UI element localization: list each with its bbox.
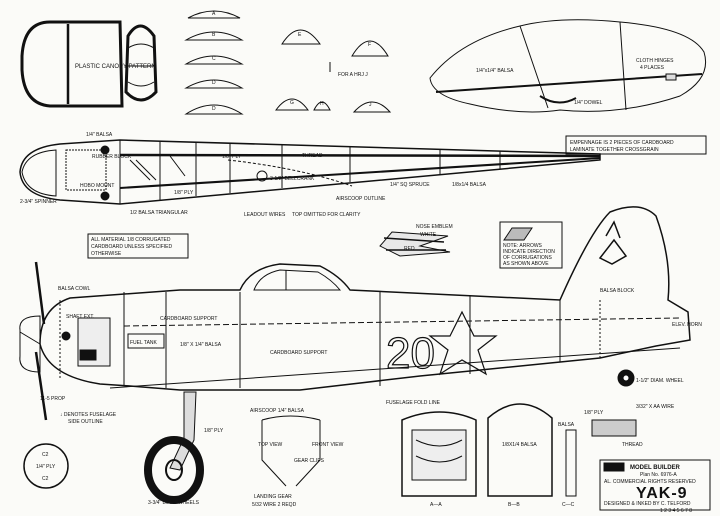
arrow-note-line1: NOTE: ARROWS xyxy=(503,243,543,249)
title-main: YAK-9 xyxy=(636,485,688,502)
lg-wheels-label: 3-3/4" DIAM. WHEELS xyxy=(148,500,200,506)
material-note-line2: CARDBOARD UNLESS SPECIFIED xyxy=(91,244,173,250)
former-e-label: E xyxy=(298,32,302,38)
lg-ply-label: 1/8" PLY xyxy=(204,428,224,434)
former-b-label: B xyxy=(212,32,216,38)
former-c-label: C xyxy=(212,56,216,62)
section-balsa-label: 1/8X1/4 BALSA xyxy=(502,442,537,448)
wing-planform: 1/4"x1/4" BALSA CLOTH HINGES 4 PLACES 1/… xyxy=(429,19,706,113)
title-plan-no: Plan No. 6976-A xyxy=(640,472,677,478)
arrow-note-box: NOTE: ARROWS INDICATE DIRECTION OF CORRU… xyxy=(499,221,563,269)
legend-line2: SIDE OUTLINE xyxy=(68,419,103,425)
lg-clips-label: GEAR CLIPS xyxy=(294,458,325,464)
top-ply-label: 1/8" PLY xyxy=(222,154,242,160)
side-view-fuselage: 20 BALSA COWL SHAFT EXT. CARDBOARD SUPPO… xyxy=(19,206,702,421)
section-balsa2-label: BALSA xyxy=(558,422,575,428)
c2-plate: C2 1/4" PLY C2 xyxy=(23,443,69,489)
side-fuel-label: FUEL TANK xyxy=(130,340,158,346)
formers: A B C D D E F G H J FOR A HRJ J xyxy=(184,10,392,115)
title-rights: AL. COMMERCIAL RIGHTS RESERVED xyxy=(604,479,696,485)
canopy-label: PLASTIC CANOPY PATTERN xyxy=(75,64,156,70)
former-note: FOR A HRJ J xyxy=(338,72,368,78)
legend-line1: ↓ DENOTES FUSELAGE xyxy=(60,412,117,418)
side-cardboard-label: CARDBOARD SUPPORT xyxy=(160,316,217,322)
top-balsa18-label: 1/8x1/4 BALSA xyxy=(452,182,487,188)
former-f-label: F xyxy=(368,42,371,48)
top-leadout-label: LEADOUT WIRES xyxy=(244,212,286,218)
arrow-note-line3: OF CORRUGATIONS xyxy=(503,255,552,261)
top-spinner-label: 2-3/4" SPINNER xyxy=(20,199,57,205)
section-cc-label: C—C xyxy=(562,502,575,508)
top-rubber-label: RUBBER BLOCK xyxy=(92,154,132,160)
material-note-box: ALL MATERIAL 1/8 CORRUGATED CARDBOARD UN… xyxy=(87,233,189,259)
nose-emblem: NOSE EMBLEM WHITE RED xyxy=(379,224,453,257)
section-ply-label: 1/8" PLY xyxy=(584,410,604,416)
side-fold-label: FUSELAGE FOLD LINE xyxy=(386,400,441,406)
side-balsa-block-label: BALSA BLOCK xyxy=(600,288,635,294)
material-note-line3: OTHERWISE xyxy=(91,251,122,257)
empennage-note-line2: LAMINATE TOGETHER CROSSGRAIN xyxy=(570,147,659,153)
section-wire-label: 3/32" X AA WIRE xyxy=(636,404,675,410)
legend: ↓ DENOTES FUSELAGE SIDE OUTLINE xyxy=(60,412,117,425)
empennage-note-box: EMPENNAGE IS 2 PIECES OF CARDBOARD LAMIN… xyxy=(565,135,707,155)
lg-airscoop-label: AIRSCOOP 1/4" BALSA xyxy=(250,408,305,414)
side-wheel-label: 1-1/2" DIAM. WHEEL xyxy=(636,378,684,384)
arrow-note-line4: AS SHOWN ABOVE xyxy=(503,261,549,267)
top-omitted-label: TOP OMITTED FOR CLARITY xyxy=(292,212,361,218)
canopy-pattern: PLASTIC CANOPY PATTERN xyxy=(20,20,158,108)
section-thread-label: THREAD xyxy=(622,442,643,448)
nose-emblem-white: WHITE xyxy=(420,232,437,238)
title-designer: DESIGNED & INKED BY C. TELFORD xyxy=(604,501,691,507)
arrow-note-line2: INDICATE DIRECTION xyxy=(503,249,555,255)
c2-ply: 1/4" PLY xyxy=(36,464,56,470)
former-a-label: A xyxy=(212,11,216,17)
side-prop-label: 11-5 PROP xyxy=(40,396,66,402)
wing-hinges-label: CLOTH HINGES xyxy=(636,58,674,64)
side-shaft-label: SHAFT EXT. xyxy=(66,314,94,320)
lg-topview-label: TOP VIEW xyxy=(258,442,283,448)
top-airscoop-label: AIRSCOOP OUTLINE xyxy=(336,196,386,202)
side-balsa-label: 1/8" X 1/4" BALSA xyxy=(180,342,222,348)
nose-emblem-label: NOSE EMBLEM xyxy=(416,224,453,230)
title-magazine: MODEL BUILDER xyxy=(630,465,681,471)
material-note-line1: ALL MATERIAL 1/8 CORRUGATED xyxy=(91,237,171,243)
cross-sections: A—A 1/8X1/4 BALSA B—B BALSA C—C 1/8" PLY… xyxy=(401,403,675,508)
section-bb-label: B—B xyxy=(508,502,520,508)
side-cardboard2-label: CARDBOARD SUPPORT xyxy=(270,350,327,356)
former-g-label: G xyxy=(290,100,294,106)
former-h-label: H xyxy=(320,101,324,107)
side-cowl-label: BALSA COWL xyxy=(58,286,90,292)
top-thread-label: THREAD xyxy=(302,153,323,159)
side-number: 20 xyxy=(386,329,435,378)
c2-bottom: C2 xyxy=(42,476,49,482)
section-aa-label: A—A xyxy=(430,502,442,508)
c2-top: C2 xyxy=(42,452,49,458)
top-bellcrank-label: 3-1/2" BELLCRANK xyxy=(270,176,315,182)
lg-wire-label: 5/32 WIRE 2 REQD xyxy=(252,502,297,508)
top-spruce-label: 1/4" SQ SPRUCE xyxy=(390,182,430,188)
top-ply2-label: 1/8" PLY xyxy=(174,190,194,196)
title-block: MODEL BUILDER Plan No. 6976-A AL. COMMER… xyxy=(599,459,711,514)
nose-emblem-red: RED xyxy=(404,246,415,252)
top-balsa-label: 1/4" BALSA xyxy=(86,132,113,138)
wing-dowel-label: 1/4" DOWEL xyxy=(574,100,603,106)
lg-title-label: LANDING GEAR xyxy=(254,494,292,500)
top-hobo-label: HOBO MOUNT xyxy=(80,183,114,189)
side-elev-horn-label: ELEV. HORN xyxy=(672,322,702,328)
former-d-label: D xyxy=(212,80,216,86)
wing-balsa-label: 1/4"x1/4" BALSA xyxy=(476,68,514,74)
top-triangular-label: 1/2 BALSA TRIANGULAR xyxy=(130,210,188,216)
title-scale: 1 2 3 4 5 6 7 8 xyxy=(660,508,692,514)
wing-hinges-count: 4 PLACES xyxy=(640,65,665,71)
former-d2-label: D xyxy=(212,106,216,112)
top-view-fuselage: 1/4" BALSA RUBBER BLOCK HOBO MOUNT 1/8" … xyxy=(19,132,601,218)
landing-gear: 1/8" PLY 3-3/4" DIAM. WHEELS AIRSCOOP 1/… xyxy=(144,391,344,508)
lg-frontview-label: FRONT VIEW xyxy=(312,442,344,448)
former-j-label: J xyxy=(369,102,372,108)
empennage-note-line1: EMPENNAGE IS 2 PIECES OF CARDBOARD xyxy=(570,140,674,146)
